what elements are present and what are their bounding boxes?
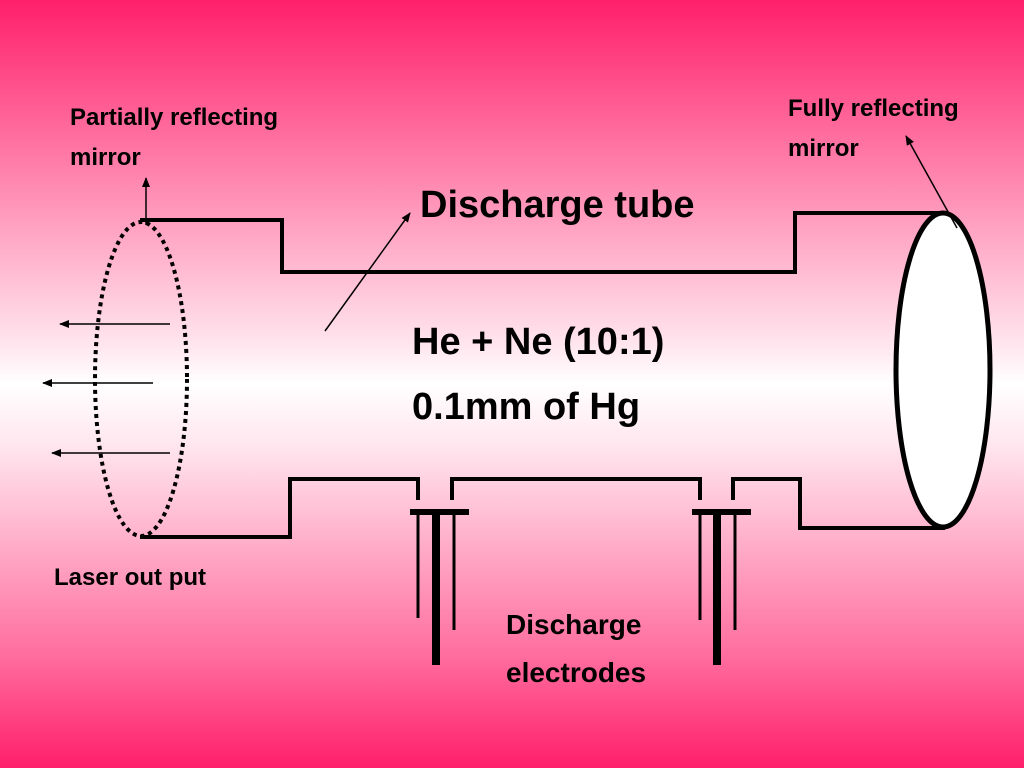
partial-mirror-label-line2: mirror: [70, 144, 141, 171]
gas-mixture-label: He + Ne (10:1): [412, 321, 665, 363]
partially-reflecting-mirror: [93, 220, 189, 538]
discharge-electrodes-label-line1: Discharge: [506, 609, 642, 640]
discharge-electrodes-label-line2: electrodes: [506, 657, 647, 688]
discharge-electrodes-label: Discharge electrodes: [506, 601, 646, 697]
partial-mirror-label-line1: Partially reflecting: [70, 104, 279, 131]
full-mirror-pointer: [905, 135, 958, 229]
tube-bottom-wall: [140, 477, 945, 539]
tube-top-wall: [140, 211, 945, 274]
fully-reflecting-mirror: [893, 210, 993, 530]
pressure-label: 0.1mm of Hg: [412, 386, 641, 428]
discharge-electrode-left: [410, 509, 469, 665]
partial-mirror-label: Partially reflecting mirror: [70, 98, 278, 178]
full-mirror-label-line1: Fully reflecting: [788, 95, 959, 122]
discharge-electrode-right: [692, 509, 751, 665]
full-mirror-label: Fully reflecting mirror: [788, 89, 959, 169]
discharge-tube-pointer: [324, 212, 411, 332]
discharge-tube-label: Discharge tube: [420, 184, 695, 226]
full-mirror-label-line2: mirror: [788, 135, 859, 162]
laser-output-label: Laser out put: [54, 564, 207, 591]
